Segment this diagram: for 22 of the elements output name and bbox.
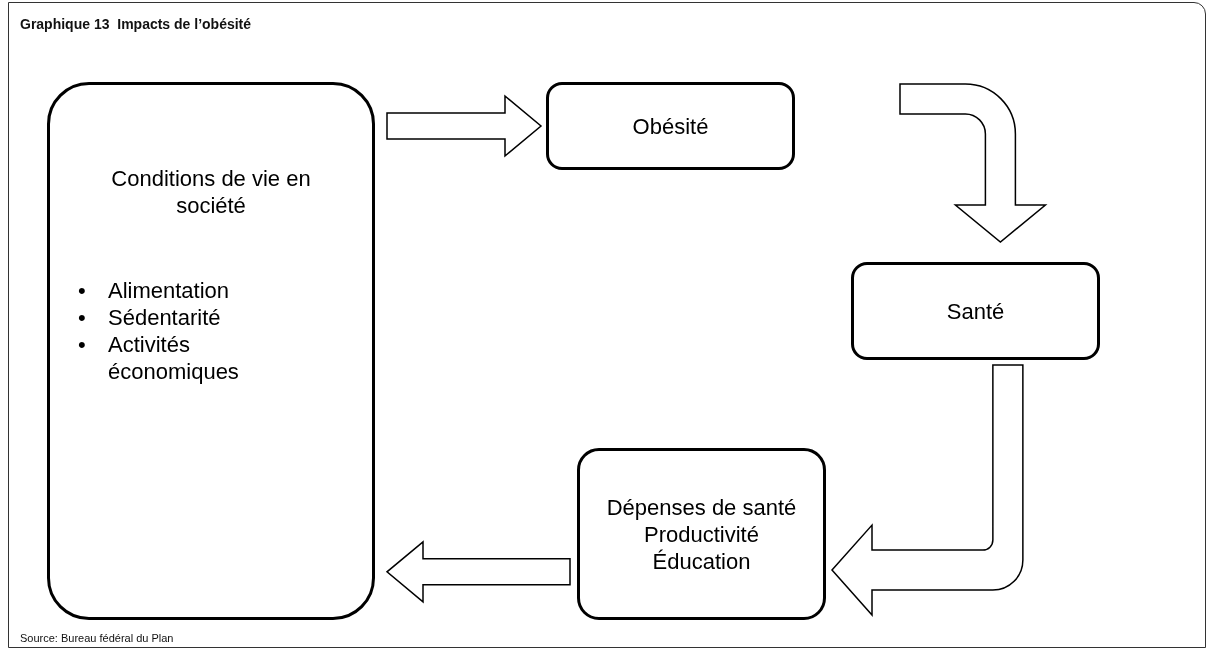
rounded-box: [851, 262, 1100, 360]
bullet-item: Sédentarité: [108, 304, 222, 331]
bullet-mark: •: [78, 331, 87, 359]
block-arrow: [386, 94, 543, 158]
bullet-mark: •: [78, 277, 87, 304]
source-note: Source: Bureau fédéral du Plan: [20, 632, 174, 644]
block-arrow: [899, 83, 1047, 243]
bullet-item: Activités économiques: [108, 331, 240, 385]
box-text: Productivité: [644, 520, 759, 548]
box-text: Santé: [946, 297, 1005, 325]
box-text: Éducation: [652, 547, 751, 575]
box-text: Dépenses de santé: [606, 493, 797, 521]
box-text: Obésité: [632, 112, 709, 140]
bullet-mark: •: [78, 304, 87, 331]
figure-title: Graphique 13 Impacts de l’obésité: [20, 16, 252, 32]
rounded-box: [546, 82, 795, 170]
rounded-box: [47, 82, 375, 620]
box-heading: Conditions de vie en société: [111, 165, 311, 219]
block-arrow: [385, 540, 571, 604]
rounded-box: [577, 448, 826, 620]
block-arrow: [831, 364, 1024, 616]
bullet-item: Alimentation: [108, 277, 231, 304]
